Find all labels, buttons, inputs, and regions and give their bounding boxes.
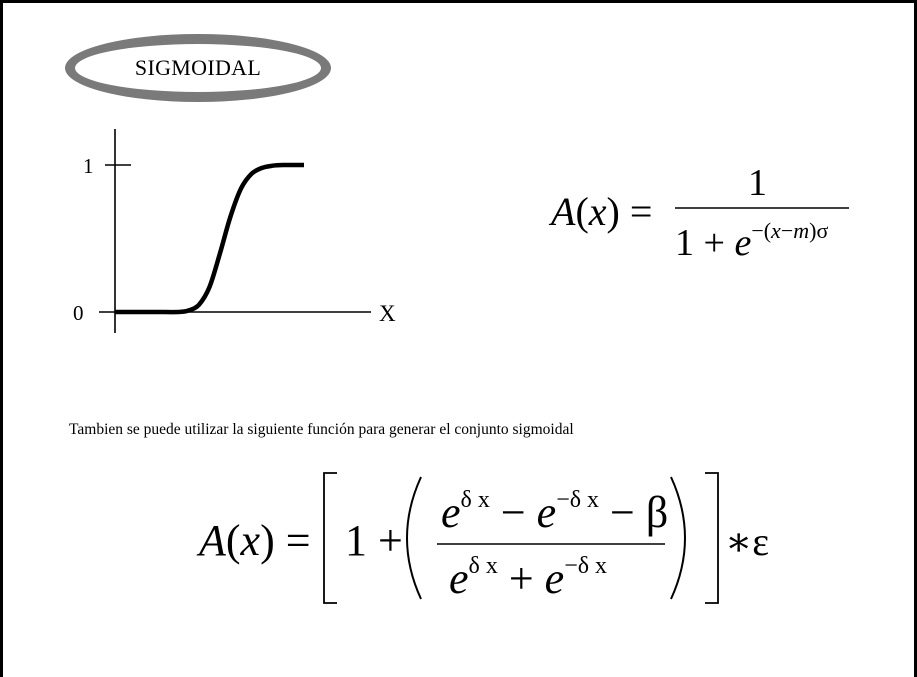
right-square-bracket bbox=[705, 472, 719, 604]
title-text: SIGMOIDAL bbox=[134, 55, 262, 80]
formula-2: A(x) = 1 + eδ x − e−δ x − β eδ x + e−δ x… bbox=[193, 463, 793, 613]
formula-2-one-plus: 1 + bbox=[345, 516, 403, 565]
right-paren bbox=[670, 476, 686, 600]
y-tick-label-1: 1 bbox=[83, 154, 94, 178]
formula-1: A(x) = 1 1 + e−(x−m)σ bbox=[543, 153, 863, 264]
y-tick-label-0: 0 bbox=[73, 301, 84, 325]
formula-2-graphic: A(x) = 1 + eδ x − e−δ x − β eδ x + e−δ x… bbox=[196, 472, 769, 604]
formula-2-times-epsilon: ∗ε bbox=[725, 519, 769, 564]
formula-2-numerator: eδ x − e−δ x − β bbox=[441, 487, 668, 537]
formula-1-denominator: 1 + e−(x−m)σ bbox=[675, 218, 828, 263]
formula-1-numerator: 1 bbox=[748, 162, 767, 204]
formula-2-lhs: A(x) = bbox=[196, 516, 311, 565]
formula-1-lhs: A(x) = bbox=[548, 189, 652, 234]
x-axis-label: X bbox=[379, 301, 396, 326]
left-square-bracket bbox=[323, 472, 337, 604]
formula-1-graphic: A(x) = 1 1 + e−(x−m)σ bbox=[548, 162, 849, 264]
formula-2-denominator: eδ x + e−δ x bbox=[449, 553, 607, 603]
sigmoid-chart: 1 0 X bbox=[73, 129, 396, 333]
left-paren bbox=[406, 476, 422, 600]
caption-text: Tambien se puede utilizar la siguiente f… bbox=[69, 421, 574, 438]
title-oval: SIGMOIDAL bbox=[65, 34, 331, 102]
sigmoid-curve bbox=[114, 162, 305, 315]
